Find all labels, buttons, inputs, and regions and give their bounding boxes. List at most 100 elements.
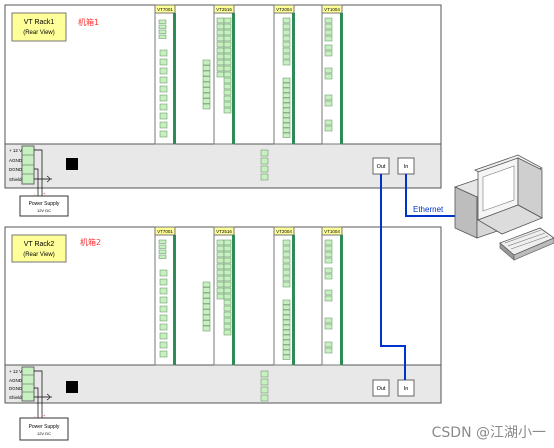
terminal-block	[324, 245, 333, 252]
module-side-terminals	[202, 281, 211, 332]
terminal-block	[216, 239, 225, 246]
terminal-block	[159, 49, 168, 57]
terminal-block	[260, 370, 269, 378]
rack-2-label-box	[11, 234, 67, 263]
terminal-block	[159, 278, 168, 286]
terminal-block	[202, 87, 211, 93]
module-terminal-column	[282, 239, 291, 288]
rack-2-module-vt2004: VT2004	[273, 226, 295, 366]
terminal-block	[324, 50, 333, 57]
module-label: VT2004	[276, 229, 292, 234]
terminal-block	[324, 257, 333, 264]
terminal-block	[202, 98, 211, 104]
terminal-block	[324, 239, 333, 246]
terminal-block	[260, 386, 269, 394]
module-label-box	[213, 4, 235, 14]
module-label-box	[154, 4, 176, 14]
rack-2-port-out[interactable]	[372, 379, 390, 397]
terminal-block	[202, 70, 211, 77]
terminal-block	[223, 41, 232, 48]
terminal-block	[282, 53, 291, 60]
terminal-block	[223, 329, 232, 336]
terminal-block	[216, 29, 225, 36]
terminal-block	[159, 58, 168, 66]
terminal-block	[223, 95, 232, 102]
power-pin-label: + 12 V	[9, 148, 22, 153]
terminal-block	[223, 35, 232, 42]
terminal-block	[223, 29, 232, 36]
module-label: VT1004	[324, 7, 340, 12]
terminal-block	[159, 94, 168, 102]
module-side-terminals	[202, 59, 211, 110]
terminal-block	[223, 77, 232, 84]
ground-symbol	[46, 175, 50, 183]
module-stripe	[232, 13, 235, 144]
port-out-label: Out	[377, 386, 386, 392]
terminal-block	[324, 267, 333, 274]
module-stripe	[173, 13, 176, 144]
module-terminal-column	[282, 77, 291, 138]
terminal-block	[216, 287, 225, 294]
terminal-block	[223, 311, 232, 318]
terminal-block	[202, 292, 211, 299]
terminal-block	[223, 65, 232, 72]
terminal-block	[223, 71, 232, 78]
module-label: VT2516	[216, 7, 232, 12]
terminal-block	[282, 132, 291, 138]
rack-1-label-box	[11, 12, 67, 42]
terminal-block	[223, 299, 232, 306]
ethernet-cable	[405, 174, 460, 217]
terminal-block	[282, 344, 291, 350]
terminal-block	[282, 77, 291, 83]
terminal-block	[223, 101, 232, 108]
terminal-block	[260, 394, 269, 402]
terminal-block	[324, 125, 333, 132]
terminal-block	[282, 314, 291, 320]
psu-voltage: 12V DC	[37, 208, 51, 213]
terminal-block	[159, 332, 168, 340]
power-wire	[34, 387, 39, 418]
terminal-block	[324, 119, 333, 126]
terminal-block	[282, 41, 291, 48]
terminal-block	[282, 102, 291, 108]
terminal-block	[223, 257, 232, 264]
terminal-block	[282, 324, 291, 330]
terminal-block	[324, 67, 333, 74]
module-terminal-column	[216, 17, 225, 78]
terminal-block	[282, 299, 291, 305]
rack-2-module-vt1004: VT1004	[321, 226, 343, 366]
psu-voltage: 12V DC	[37, 431, 51, 436]
power-pin-label: Shield	[9, 177, 22, 182]
terminal-block	[282, 107, 291, 113]
terminal-block	[159, 130, 168, 138]
rack-1-label-title: VT Rack1	[24, 19, 55, 26]
terminal-block	[282, 304, 291, 310]
terminal-block	[223, 47, 232, 54]
rack-1-label-subtitle: (Rear View)	[23, 30, 55, 36]
terminal-block	[223, 293, 232, 300]
terminal-block	[324, 251, 333, 258]
terminal-block	[223, 305, 232, 312]
port-in-label: In	[404, 386, 409, 392]
terminal-block	[159, 323, 168, 331]
power-pin-label: AGND	[9, 158, 23, 163]
module-terminal-column	[324, 341, 333, 354]
terminal-block	[223, 251, 232, 258]
terminal-block	[216, 71, 225, 78]
module-terminal-column	[223, 17, 232, 114]
terminal-block	[202, 320, 211, 326]
terminal-block	[159, 76, 168, 84]
terminal-block	[282, 112, 291, 118]
terminal-block	[282, 275, 291, 282]
rack-2-backplane-terminals	[260, 370, 269, 402]
terminal-block	[282, 257, 291, 264]
terminal-block	[223, 53, 232, 60]
terminal-block	[216, 17, 225, 24]
module-top-terminals	[158, 19, 167, 39]
rack-2-module-vt7001: VT7001	[154, 226, 176, 366]
terminal-block	[282, 82, 291, 88]
module-terminal-column	[324, 67, 333, 80]
terminal-block	[223, 323, 232, 330]
terminal-block	[216, 293, 225, 300]
rack-1-power-supply	[19, 195, 69, 217]
